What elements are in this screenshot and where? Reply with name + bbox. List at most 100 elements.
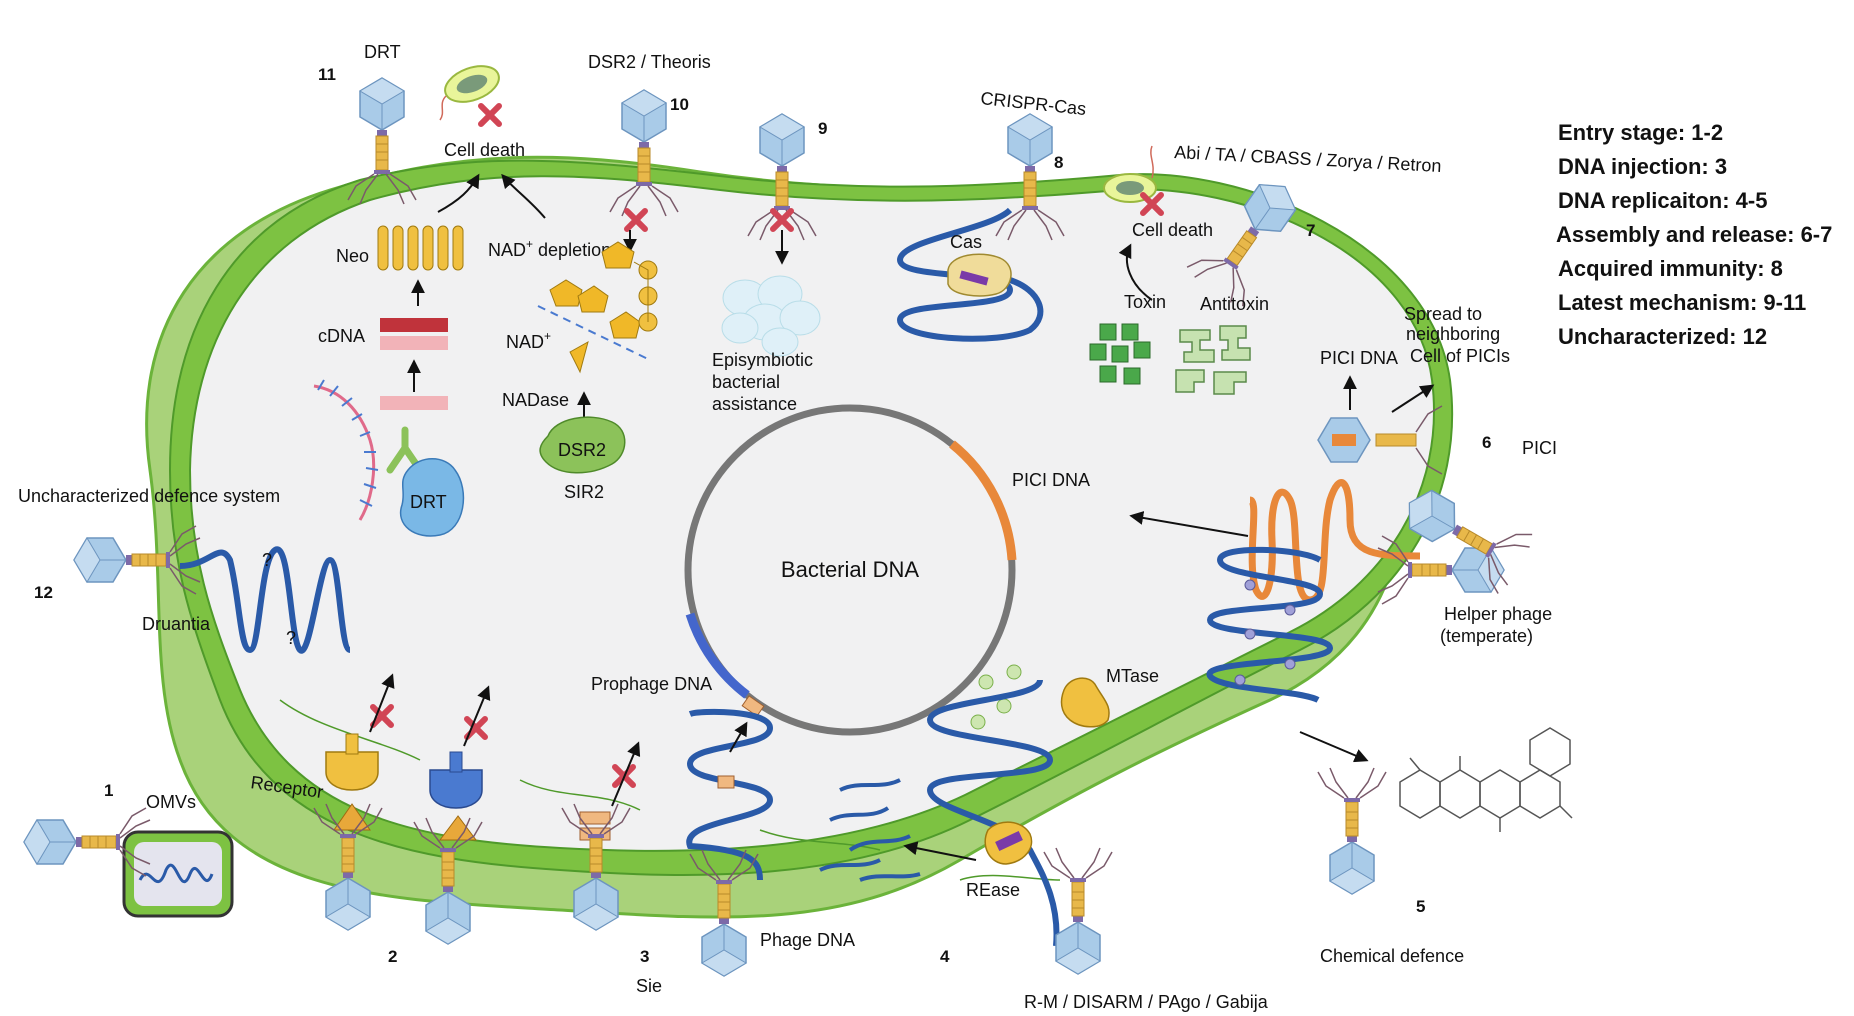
- rm-label: R-M / DISARM / PAgo / Gabija: [1024, 992, 1269, 1012]
- omvs-label: OMVs: [146, 792, 196, 812]
- nad-depletion-label: NAD+ depletion: [488, 237, 611, 260]
- ncrna-strand: [313, 384, 376, 521]
- dead-cell-icon: [439, 65, 500, 121]
- prophage-dna-segment: [685, 612, 750, 699]
- sir2-label: SIR2: [564, 482, 604, 502]
- legend-item: Acquired immunity: 8: [1558, 256, 1783, 281]
- methyl-dots: [1234, 579, 1296, 686]
- cytoplasm: [188, 175, 1435, 852]
- number-12: 12: [34, 583, 53, 602]
- number-7: 7: [1306, 221, 1315, 240]
- pici-dna-top-label: PICI DNA: [1320, 348, 1398, 368]
- helper-phage-label: (temperate): [1440, 626, 1533, 646]
- number-9: 9: [818, 119, 827, 138]
- mechanism-12-uncharacterized: Uncharacterized defence system 12 Druant…: [18, 486, 353, 654]
- mechanism-5-chemical: 5 Chemical defence: [1206, 546, 1573, 966]
- mechanism-8-crispr: CRISPR-Cas 8 Cas: [896, 88, 1087, 342]
- receptor-blue-icon: [429, 751, 483, 841]
- drt-top-label: DRT: [364, 42, 401, 62]
- helper-phage-label: Helper phage: [1444, 604, 1552, 624]
- mechanism-3-sie: Phage DNA 3 Sie: [561, 708, 855, 996]
- spread-label: Spread to: [1404, 304, 1482, 324]
- chemical-defence-label: Chemical defence: [1320, 946, 1464, 966]
- cas-label: Cas: [950, 232, 982, 252]
- number-2: 2: [388, 947, 397, 966]
- cdna-label: cDNA: [318, 326, 365, 346]
- nadase-label: NADase: [502, 390, 569, 410]
- number-1: 1: [104, 781, 113, 800]
- chemical-molecule-icon: [1399, 727, 1573, 832]
- mechanism-11-drt: 11 DRT Cell death Neo cDNA DRT: [313, 42, 546, 537]
- episymbiotic-label: assistance: [712, 394, 797, 414]
- neo-protein-icon: [377, 225, 464, 271]
- mechanism-9-episymbiotic: 9 Episymbiotic bacterial assistance: [712, 113, 827, 414]
- nad-plus-label: NAD+: [506, 329, 551, 352]
- mechanism-10-dsr2: DSR2 / Theoris 10 NAD+ depletion NAD+ NA…: [488, 52, 711, 502]
- prophage-dna-label: Prophage DNA: [591, 674, 712, 694]
- dsr2-label: DSR2: [558, 440, 606, 460]
- nad-molecule-icon: [549, 241, 658, 374]
- cross-icon: [481, 106, 499, 124]
- phage-dna-coil: [179, 546, 353, 654]
- question-mark-icon: ?: [286, 628, 296, 648]
- number-6: 6: [1482, 433, 1491, 452]
- cell-death-left-label: Cell death: [444, 140, 525, 160]
- legend-item: DNA replicaiton: 4-5: [1558, 188, 1767, 213]
- uncharacterized-label: Uncharacterized defence system: [18, 486, 280, 506]
- prophage-dna-coil: [686, 708, 774, 881]
- phage-dna-coil: [1206, 546, 1334, 703]
- episymbiotic-label: bacterial: [712, 372, 780, 392]
- number-5: 5: [1416, 897, 1425, 916]
- toxin-label: Toxin: [1124, 292, 1166, 312]
- spread-label: neighboring: [1406, 324, 1500, 344]
- druantia-label: Druantia: [142, 614, 211, 634]
- rease-enzyme-icon: [984, 821, 1033, 865]
- receptor-yellow-icon: [325, 733, 379, 831]
- dsr2-theoris-label: DSR2 / Theoris: [588, 52, 711, 72]
- pici-phage-icon: [1317, 405, 1443, 475]
- drt-enzyme-icon: [399, 458, 465, 537]
- rna-template: [380, 396, 448, 410]
- number-8: 8: [1054, 153, 1063, 172]
- dsr2-enzyme-icon: [539, 416, 626, 474]
- spread-label: Cell of PICIs: [1410, 346, 1510, 366]
- abi-label: Abi / TA / CBASS / Zorya / Retron: [1174, 142, 1442, 176]
- prophage-junction: [741, 695, 765, 717]
- pici-dna-coil: [1248, 479, 1421, 604]
- toxin-icon: [1089, 323, 1151, 385]
- number-10: 10: [670, 95, 689, 114]
- cell-death-right-label: Cell death: [1132, 220, 1213, 240]
- legend-item: Latest mechanism: 9-11: [1558, 290, 1806, 315]
- cdna-strand-pink: [380, 336, 448, 350]
- cas-protein-icon: [947, 253, 1012, 297]
- neo-label: Neo: [336, 246, 369, 266]
- legend: Entry stage: 1-2 DNA injection: 3 DNA re…: [1556, 120, 1832, 349]
- legend-item: Assembly and release: 6-7: [1556, 222, 1832, 247]
- mechanism-4-rm: MTase REase 4 R-M / DISARM / PAgo / Gabi…: [819, 664, 1269, 1012]
- episymbiotic-label: Episymbiotic: [712, 350, 813, 370]
- mtase-enzyme-icon: [1060, 677, 1110, 728]
- mtase-label: MTase: [1106, 666, 1159, 686]
- pici-dna-circle-label: PICI DNA: [1012, 470, 1090, 490]
- rease-label: REase: [966, 880, 1020, 900]
- pici-label: PICI: [1522, 438, 1557, 458]
- sie-label: Sie: [636, 976, 662, 996]
- legend-item: Entry stage: 1-2: [1558, 120, 1723, 145]
- number-4: 4: [940, 947, 950, 966]
- cleavage-line: [537, 305, 651, 361]
- phage-dna-label: Phage DNA: [760, 930, 855, 950]
- mechanism-6-pici: Spread to neighboring Cell of PICIs PICI…: [1129, 304, 1557, 646]
- number-3: 3: [640, 947, 649, 966]
- mechanism-7-abi: Abi / TA / CBASS / Zorya / Retron Cell d…: [1089, 142, 1442, 395]
- bacterial-dna-label: Bacterial DNA: [781, 557, 919, 582]
- antitoxin-icon: [1175, 325, 1251, 395]
- question-mark-icon: ?: [262, 550, 272, 570]
- degraded-dna-fragments: [819, 778, 921, 882]
- phage-icon: [1317, 767, 1387, 895]
- legend-item: Uncharacterized: 12: [1558, 324, 1767, 349]
- methyl-dots: [970, 664, 1022, 730]
- mechanism-1-omvs: 1 OMVs: [23, 781, 234, 918]
- pici-dna-segment: [949, 440, 1017, 561]
- legend-item: DNA injection: 3: [1558, 154, 1727, 179]
